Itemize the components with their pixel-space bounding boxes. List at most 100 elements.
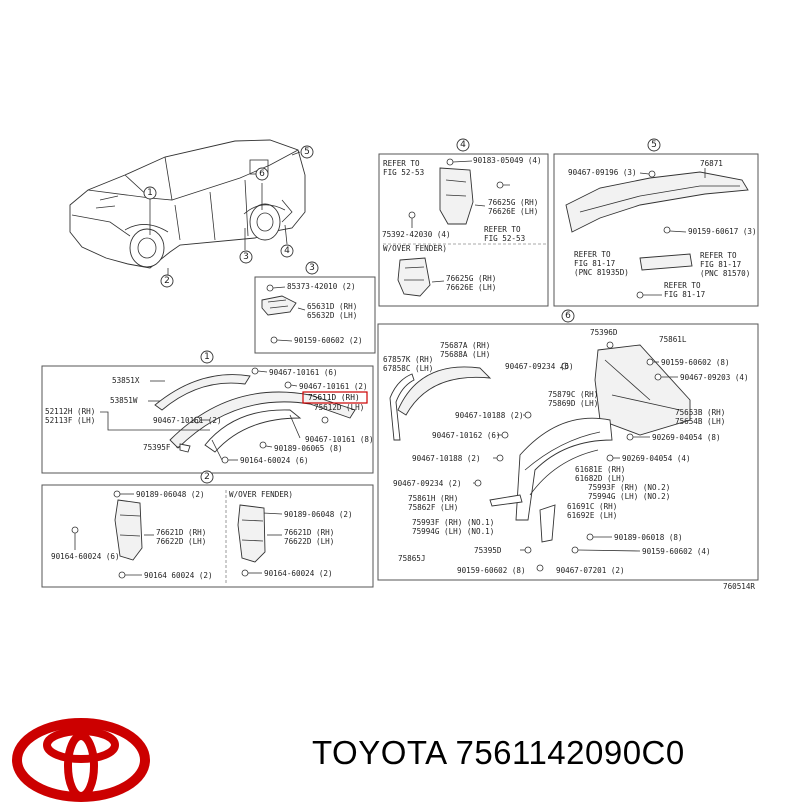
- svg-text:90164 60024 (2): 90164 60024 (2): [144, 571, 213, 580]
- svg-text:76871: 76871: [700, 159, 723, 168]
- svg-text:W/OVER FENDER): W/OVER FENDER): [229, 490, 293, 499]
- vehicle-overview: [69, 139, 306, 275]
- svg-text:90159-60602 (8): 90159-60602 (8): [661, 358, 730, 367]
- part-caption: TOYOTA 7561142090C0: [312, 734, 685, 771]
- box-3-mudguard-seal: 3 85373-42010 (2) 65631D (RH) 65632D (LH…: [254, 261, 376, 354]
- svg-text:75395D: 75395D: [474, 546, 502, 555]
- svg-text:FIG 52-53: FIG 52-53: [484, 234, 525, 243]
- svg-text:REFER TO: REFER TO: [664, 281, 701, 290]
- svg-text:53851X: 53851X: [112, 376, 140, 385]
- svg-text:90183-05049 (4): 90183-05049 (4): [473, 156, 542, 165]
- svg-text:75993F (RH) (NO.1): 75993F (RH) (NO.1): [412, 518, 494, 527]
- svg-text:REFER TO: REFER TO: [574, 250, 611, 259]
- svg-text:FIG 81-17: FIG 81-17: [664, 290, 705, 299]
- svg-text:76625G (RH): 76625G (RH): [488, 198, 538, 207]
- svg-text:75994G (LH) (NO.1): 75994G (LH) (NO.1): [412, 527, 494, 536]
- svg-text:61691C (RH): 61691C (RH): [567, 502, 617, 511]
- svg-text:FIG 81-17: FIG 81-17: [700, 260, 741, 269]
- svg-text:75688A (LH): 75688A (LH): [440, 350, 490, 359]
- svg-text:90467-09196 (3): 90467-09196 (3): [568, 168, 637, 177]
- svg-text:4: 4: [460, 140, 466, 150]
- svg-text:90467-09234 (6): 90467-09234 (6): [505, 362, 574, 371]
- svg-text:52113F (LH): 52113F (LH): [45, 416, 95, 425]
- svg-text:76625G (RH): 76625G (RH): [446, 274, 496, 283]
- highlighted-part-box: [302, 391, 368, 404]
- svg-text:76626E (LH): 76626E (LH): [488, 207, 538, 216]
- svg-text:75994G (LH) (NO.2): 75994G (LH) (NO.2): [588, 492, 670, 501]
- svg-text:76622D (LH): 76622D (LH): [284, 537, 334, 546]
- callout-3: 3: [243, 252, 249, 262]
- svg-text:67858C (LH): 67858C (LH): [383, 364, 433, 373]
- svg-text:90159-60602 (2): 90159-60602 (2): [294, 336, 363, 345]
- svg-text:85373-42010 (2): 85373-42010 (2): [287, 282, 356, 291]
- svg-text:75396D: 75396D: [590, 328, 618, 337]
- svg-text:67857K (RH): 67857K (RH): [383, 355, 433, 364]
- svg-text:76621D (RH): 76621D (RH): [284, 528, 334, 537]
- svg-text:5: 5: [651, 140, 657, 150]
- svg-text:61682D (LH): 61682D (LH): [575, 474, 625, 483]
- vehicle-callouts: 1 2 3 4 5 6: [143, 145, 314, 288]
- svg-text:75861L: 75861L: [659, 335, 687, 344]
- svg-text:6: 6: [565, 311, 571, 321]
- svg-text:65632D (LH): 65632D (LH): [307, 311, 357, 320]
- svg-text:75654B (LH): 75654B (LH): [675, 417, 725, 426]
- svg-text:75865J: 75865J: [398, 554, 425, 563]
- svg-text:90467-09203 (4): 90467-09203 (4): [680, 373, 749, 382]
- svg-text:REFER TO: REFER TO: [484, 225, 521, 234]
- svg-text:90164-60024 (6): 90164-60024 (6): [240, 456, 309, 465]
- svg-text:90164-60024 (2): 90164-60024 (2): [264, 569, 333, 578]
- svg-text:76622D (LH): 76622D (LH): [156, 537, 206, 546]
- svg-text:REFER TO: REFER TO: [383, 159, 420, 168]
- callout-2: 2: [164, 276, 170, 286]
- svg-text:90467-10161 (6): 90467-10161 (6): [269, 368, 338, 377]
- figure-code: 760514R: [723, 582, 755, 591]
- svg-text:90159-60617 (3): 90159-60617 (3): [688, 227, 757, 236]
- svg-text:90467-09234 (2): 90467-09234 (2): [393, 479, 462, 488]
- svg-text:REFER TO: REFER TO: [700, 251, 737, 260]
- svg-text:90467-07201 (2): 90467-07201 (2): [556, 566, 625, 575]
- svg-text:65631D (RH): 65631D (RH): [307, 302, 357, 311]
- svg-text:53851W: 53851W: [110, 396, 138, 405]
- box-1-fender-flare: 1 53851X 53851W 52112H (RH) 52113F (LH) …: [41, 350, 374, 474]
- svg-text:90269-04054 (4): 90269-04054 (4): [622, 454, 691, 463]
- svg-text:75879C (RH): 75879C (RH): [548, 390, 598, 399]
- svg-text:90467-10188 (2): 90467-10188 (2): [412, 454, 481, 463]
- svg-text:3: 3: [309, 263, 315, 273]
- svg-text:75869D (LH): 75869D (LH): [548, 399, 598, 408]
- svg-text:52112H (RH): 52112H (RH): [45, 407, 95, 416]
- svg-text:90189-06048 (2): 90189-06048 (2): [284, 510, 353, 519]
- toyota-logo-icon: [12, 718, 150, 802]
- highlighted-part-label: 75611D (RH): [308, 393, 360, 402]
- svg-text:W/OVER FENDER): W/OVER FENDER): [383, 244, 447, 253]
- svg-text:90467-10161 (2): 90467-10161 (2): [153, 416, 222, 425]
- svg-text:75687A (RH): 75687A (RH): [440, 341, 490, 350]
- svg-text:90159-60602 (4): 90159-60602 (4): [642, 547, 711, 556]
- svg-text:90189-06048 (2): 90189-06048 (2): [136, 490, 205, 499]
- svg-text:75862F (LH): 75862F (LH): [408, 503, 458, 512]
- svg-text:61681E (RH): 61681E (RH): [575, 465, 625, 474]
- box-6-fender-liner: 6 75396D 75861L 75687A (RH) 75688A (LH) …: [377, 309, 759, 591]
- svg-text:76621D (RH): 76621D (RH): [156, 528, 206, 537]
- callout-1: 1: [147, 188, 153, 198]
- svg-text:90189-06065 (8): 90189-06065 (8): [274, 444, 343, 453]
- svg-text:75395F: 75395F: [143, 443, 171, 452]
- svg-text:90269-04054 (8): 90269-04054 (8): [652, 433, 721, 442]
- svg-text:(PNC 81935D): (PNC 81935D): [574, 268, 629, 277]
- box-4-mudguard: 4 REFER TO FIG 52-53 90183-05049 (4) 766…: [378, 138, 549, 307]
- svg-text:75612D (LH): 75612D (LH): [314, 403, 364, 412]
- callout-5: 5: [304, 147, 310, 157]
- svg-text:90467-10188 (2): 90467-10188 (2): [455, 411, 524, 420]
- svg-text:75653B (RH): 75653B (RH): [675, 408, 725, 417]
- svg-text:75993F (RH) (NO.2): 75993F (RH) (NO.2): [588, 483, 670, 492]
- svg-text:75392-42030 (4): 75392-42030 (4): [382, 230, 451, 239]
- svg-text:61692E (LH): 61692E (LH): [567, 511, 617, 520]
- svg-text:90467-10161 (2): 90467-10161 (2): [299, 382, 368, 391]
- svg-text:2: 2: [204, 472, 210, 482]
- svg-text:90467-10161 (8): 90467-10161 (8): [305, 435, 374, 444]
- box-2-mudguard: 2 90189-06048 (2) W/OVER FENDER) 90189-0…: [41, 470, 374, 588]
- svg-text:75861H (RH): 75861H (RH): [408, 494, 458, 503]
- callout-4: 4: [284, 246, 290, 256]
- svg-text:76626E (LH): 76626E (LH): [446, 283, 496, 292]
- svg-text:90164-60024 (6): 90164-60024 (6): [51, 552, 120, 561]
- callout-6: 6: [259, 169, 265, 179]
